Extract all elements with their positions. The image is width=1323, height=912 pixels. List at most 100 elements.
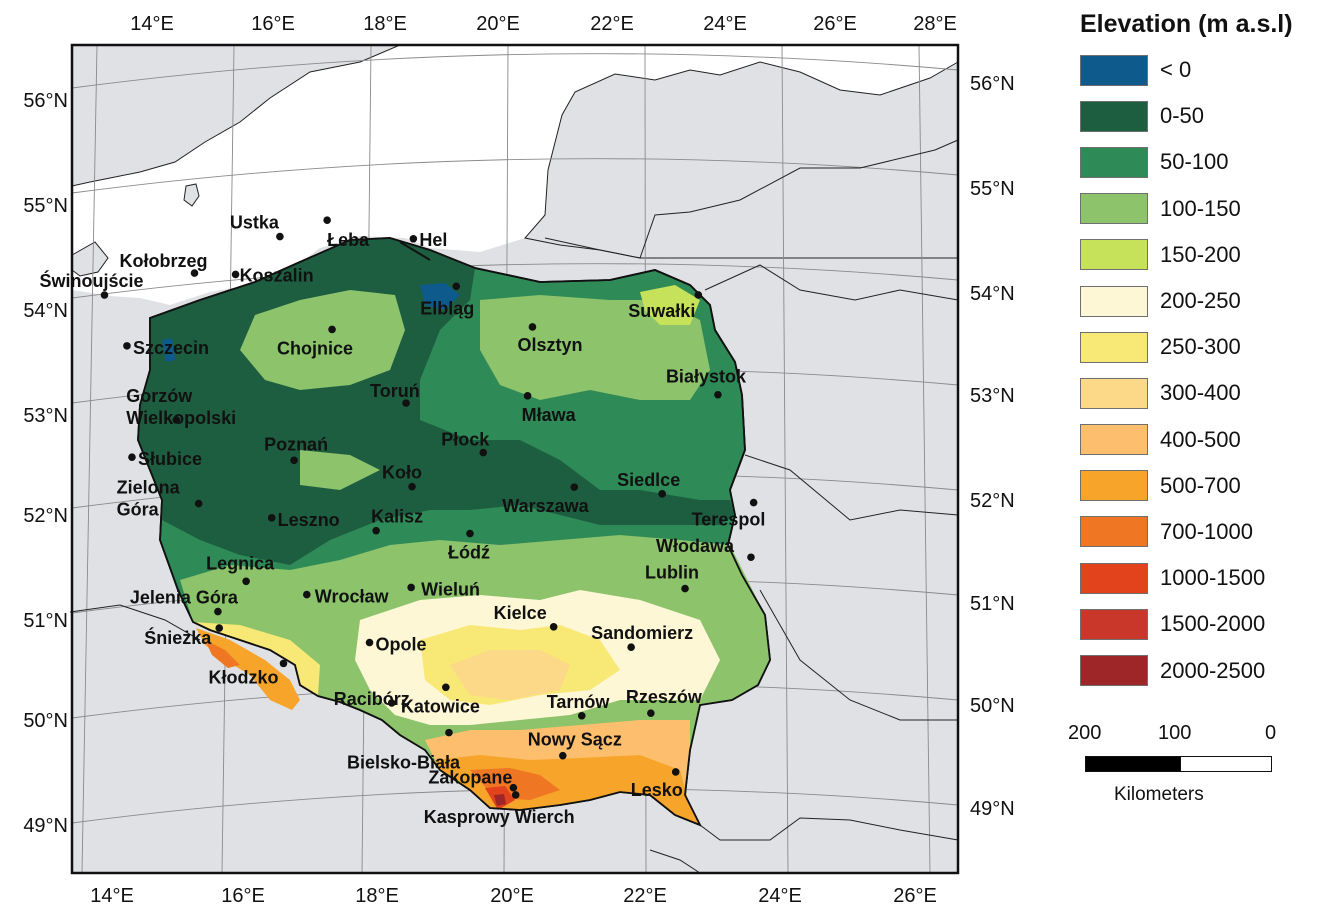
- place-marker: [194, 499, 203, 508]
- place-marker: [409, 234, 418, 243]
- lat-label: 52°N: [970, 490, 1015, 512]
- place-label: Olsztyn: [517, 335, 582, 355]
- legend-swatch: [1080, 193, 1148, 225]
- szczecin-lagoon-depression: [162, 338, 175, 362]
- pomeranian-lakeland: [240, 290, 405, 390]
- place-marker: [407, 583, 415, 592]
- place-label: Łódź: [448, 543, 490, 563]
- legend-item: 1500-2000: [1070, 601, 1320, 647]
- place-marker: [290, 456, 298, 465]
- place-label: Kasprowy Wierch: [424, 807, 575, 827]
- legend-swatch: [1080, 285, 1148, 317]
- place-marker: [681, 584, 689, 593]
- legend-label: 50-100: [1160, 149, 1229, 175]
- lon-label: 20°E: [476, 13, 520, 35]
- lon-label: 16°E: [251, 13, 295, 35]
- legend-label: 700-1000: [1160, 518, 1253, 544]
- place-marker: [190, 269, 199, 277]
- place-label: Sandomierz: [591, 623, 693, 643]
- lat-label: 56°N: [23, 90, 68, 112]
- lon-label: 24°E: [703, 13, 747, 35]
- lat-label: 51°N: [23, 610, 68, 632]
- legend-swatch: [1080, 470, 1148, 502]
- legend-swatch: [1080, 331, 1148, 363]
- place-label: Ustka: [230, 213, 280, 233]
- place-marker: [328, 325, 336, 334]
- legend-swatch: [1080, 239, 1148, 271]
- place-label: Terespol: [692, 510, 766, 530]
- legend-item: 0-50: [1070, 93, 1320, 139]
- place-marker: [671, 768, 680, 776]
- legend-swatch: [1080, 377, 1148, 409]
- place-label: Kielce: [494, 603, 547, 623]
- lat-label: 55°N: [970, 178, 1015, 200]
- place-marker: [528, 323, 537, 331]
- masurian-lakeland: [480, 295, 710, 400]
- poland-border: [137, 237, 771, 827]
- place-marker: [479, 448, 488, 457]
- place-marker: [279, 659, 288, 668]
- place-label: Świnoujście: [39, 270, 143, 291]
- legend-item: 150-200: [1070, 232, 1320, 278]
- legend-item: 400-500: [1070, 417, 1320, 463]
- place-marker: [276, 232, 284, 241]
- lat-label: 51°N: [970, 593, 1015, 615]
- place-label: Lesko: [631, 780, 683, 800]
- place-marker: [442, 683, 450, 692]
- lat-label: 53°N: [970, 385, 1015, 407]
- highland-300-400: [450, 650, 570, 700]
- scale-bar-white-segment: [1180, 756, 1272, 772]
- place-marker: [365, 638, 374, 647]
- lon-label: 20°E: [490, 885, 534, 907]
- place-marker: [714, 390, 722, 399]
- bottom-longitude-labels: 14°E 16°E 18°E 20°E 22°E 24°E 26°E: [90, 885, 937, 907]
- place-marker: [511, 791, 520, 799]
- legend-label: 100-150: [1160, 195, 1241, 221]
- lon-label: 18°E: [363, 13, 407, 35]
- place-marker: [372, 526, 380, 535]
- lon-label: 26°E: [893, 885, 937, 907]
- lat-label: 50°N: [23, 710, 68, 732]
- place-label: Koło: [382, 463, 422, 483]
- place-label: Łeba: [327, 230, 370, 250]
- place-marker: [231, 270, 240, 279]
- place-label: Włodawa: [656, 536, 735, 556]
- place-label: Lublin: [645, 563, 699, 583]
- legend-swatch: [1080, 655, 1148, 687]
- legend-swatch: [1080, 562, 1148, 594]
- lat-label: 50°N: [970, 695, 1015, 717]
- place-label: Szczecin: [133, 338, 209, 358]
- legend-label: 1500-2000: [1160, 611, 1266, 637]
- place-label: Koszalin: [240, 265, 314, 285]
- lon-label: 14°E: [130, 13, 174, 35]
- legend-item: 700-1000: [1070, 509, 1320, 555]
- place-label: Racibórz: [334, 689, 410, 709]
- lat-label: 54°N: [970, 283, 1015, 305]
- central-plains: [300, 450, 380, 490]
- place-marker: [749, 498, 758, 507]
- place-marker: [303, 590, 311, 599]
- place-marker: [627, 643, 635, 651]
- place-marker: [466, 529, 474, 538]
- place-label: Kołobrzeg: [120, 251, 208, 271]
- place-label: Toruń: [370, 381, 420, 401]
- place-label: Leszno: [278, 510, 340, 530]
- place-label: Opole: [376, 635, 427, 655]
- neighbour-borders: [69, 139, 959, 874]
- tatra-highest: [494, 794, 506, 806]
- legend-title: Elevation (m a.s.l): [1080, 10, 1293, 38]
- place-marker: [647, 709, 655, 717]
- place-marker: [658, 490, 666, 498]
- scale-unit: Kilometers: [1114, 784, 1204, 805]
- legend-swatch: [1080, 54, 1148, 86]
- legend-item: 100-150: [1070, 186, 1320, 232]
- place-label: Śnieżka: [144, 627, 212, 648]
- scale-bar-black-segment: [1085, 756, 1182, 772]
- lon-label: 26°E: [813, 13, 857, 35]
- sudetes-high-peaks: [205, 640, 240, 668]
- top-longitude-labels: 14°E 16°E 18°E 20°E 22°E 24°E 26°E 28°E: [130, 13, 957, 35]
- place-marker: [570, 483, 579, 491]
